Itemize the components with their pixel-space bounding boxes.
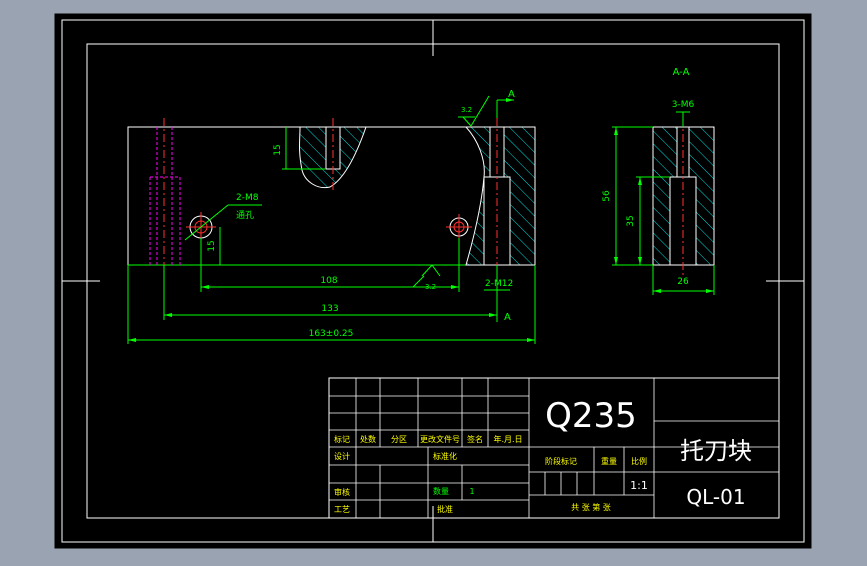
row-approve-label: 批准 bbox=[437, 504, 453, 514]
row-design-label: 设计 bbox=[334, 451, 350, 461]
side-labels: A-A 3-M6 56 35 26 bbox=[602, 67, 695, 287]
section-mark-a-bottom: A bbox=[504, 312, 511, 323]
row-standard-label: 标准化 bbox=[433, 451, 457, 461]
stage-mark-label: 阶段标记 bbox=[545, 456, 577, 466]
left-hidden-holes bbox=[149, 127, 181, 265]
dim-133: 133 bbox=[321, 304, 338, 314]
roughness-label-top: 3.2 bbox=[461, 106, 472, 114]
side-dimensions bbox=[612, 111, 715, 295]
side-view bbox=[652, 118, 715, 276]
side-dimension-arrows bbox=[614, 127, 714, 293]
rev-header-count: 处数 bbox=[360, 434, 376, 444]
label-3-m6: 3-M6 bbox=[672, 100, 695, 110]
front-labels: 15 15 108 133 163±0.25 2-M8 通孔 2-M12 A A… bbox=[207, 89, 515, 339]
dim-56: 56 bbox=[602, 190, 612, 202]
scale-label: 比例 bbox=[631, 456, 647, 466]
part-name-text: 托刀块 bbox=[680, 437, 752, 465]
label-2-m8: 2-M8 bbox=[236, 193, 259, 203]
rev-header-sign: 签名 bbox=[467, 434, 483, 444]
weight-label: 重量 bbox=[601, 456, 617, 466]
front-dimension-arrows bbox=[128, 98, 535, 342]
dim-15-top: 15 bbox=[273, 144, 283, 155]
title-block-frame bbox=[328, 377, 780, 519]
front-view bbox=[127, 118, 536, 276]
drawing-canvas bbox=[54, 13, 812, 549]
roughness-label-bottom: 3.2 bbox=[425, 283, 436, 291]
dim-15-hole: 15 bbox=[207, 240, 217, 251]
rev-header-doc: 更改文件号 bbox=[420, 434, 460, 444]
section-title-a-a: A-A bbox=[673, 67, 690, 78]
scale-value-text: 1:1 bbox=[630, 479, 648, 492]
dim-35: 35 bbox=[626, 215, 636, 226]
sheet-info: 共 张 第 张 bbox=[571, 502, 611, 512]
row-process-label: 工艺 bbox=[334, 505, 350, 514]
row-review-label: 审核 bbox=[334, 487, 350, 497]
dim-26: 26 bbox=[677, 277, 689, 287]
dim-108: 108 bbox=[320, 276, 337, 286]
rev-header-zone: 分区 bbox=[391, 435, 407, 444]
front-dimensions bbox=[127, 95, 536, 344]
rev-header-mark: 标记 bbox=[334, 434, 350, 444]
label-through-hole: 通孔 bbox=[236, 210, 254, 221]
drawing-number-text: QL-01 bbox=[686, 485, 745, 509]
label-2-m12: 2-M12 bbox=[485, 279, 513, 289]
rev-header-date: 年.月.日 bbox=[493, 434, 522, 444]
quantity-label: 数量 bbox=[433, 486, 449, 496]
material-text: Q235 bbox=[545, 396, 637, 436]
quantity-value: 1 bbox=[469, 487, 474, 496]
title-block: 标记 处数 分区 更改文件号 签名 年.月.日 设计 标准化 审核 工艺 批准 … bbox=[328, 377, 780, 519]
dim-163: 163±0.25 bbox=[309, 329, 354, 339]
section-mark-a-top: A bbox=[508, 89, 515, 100]
